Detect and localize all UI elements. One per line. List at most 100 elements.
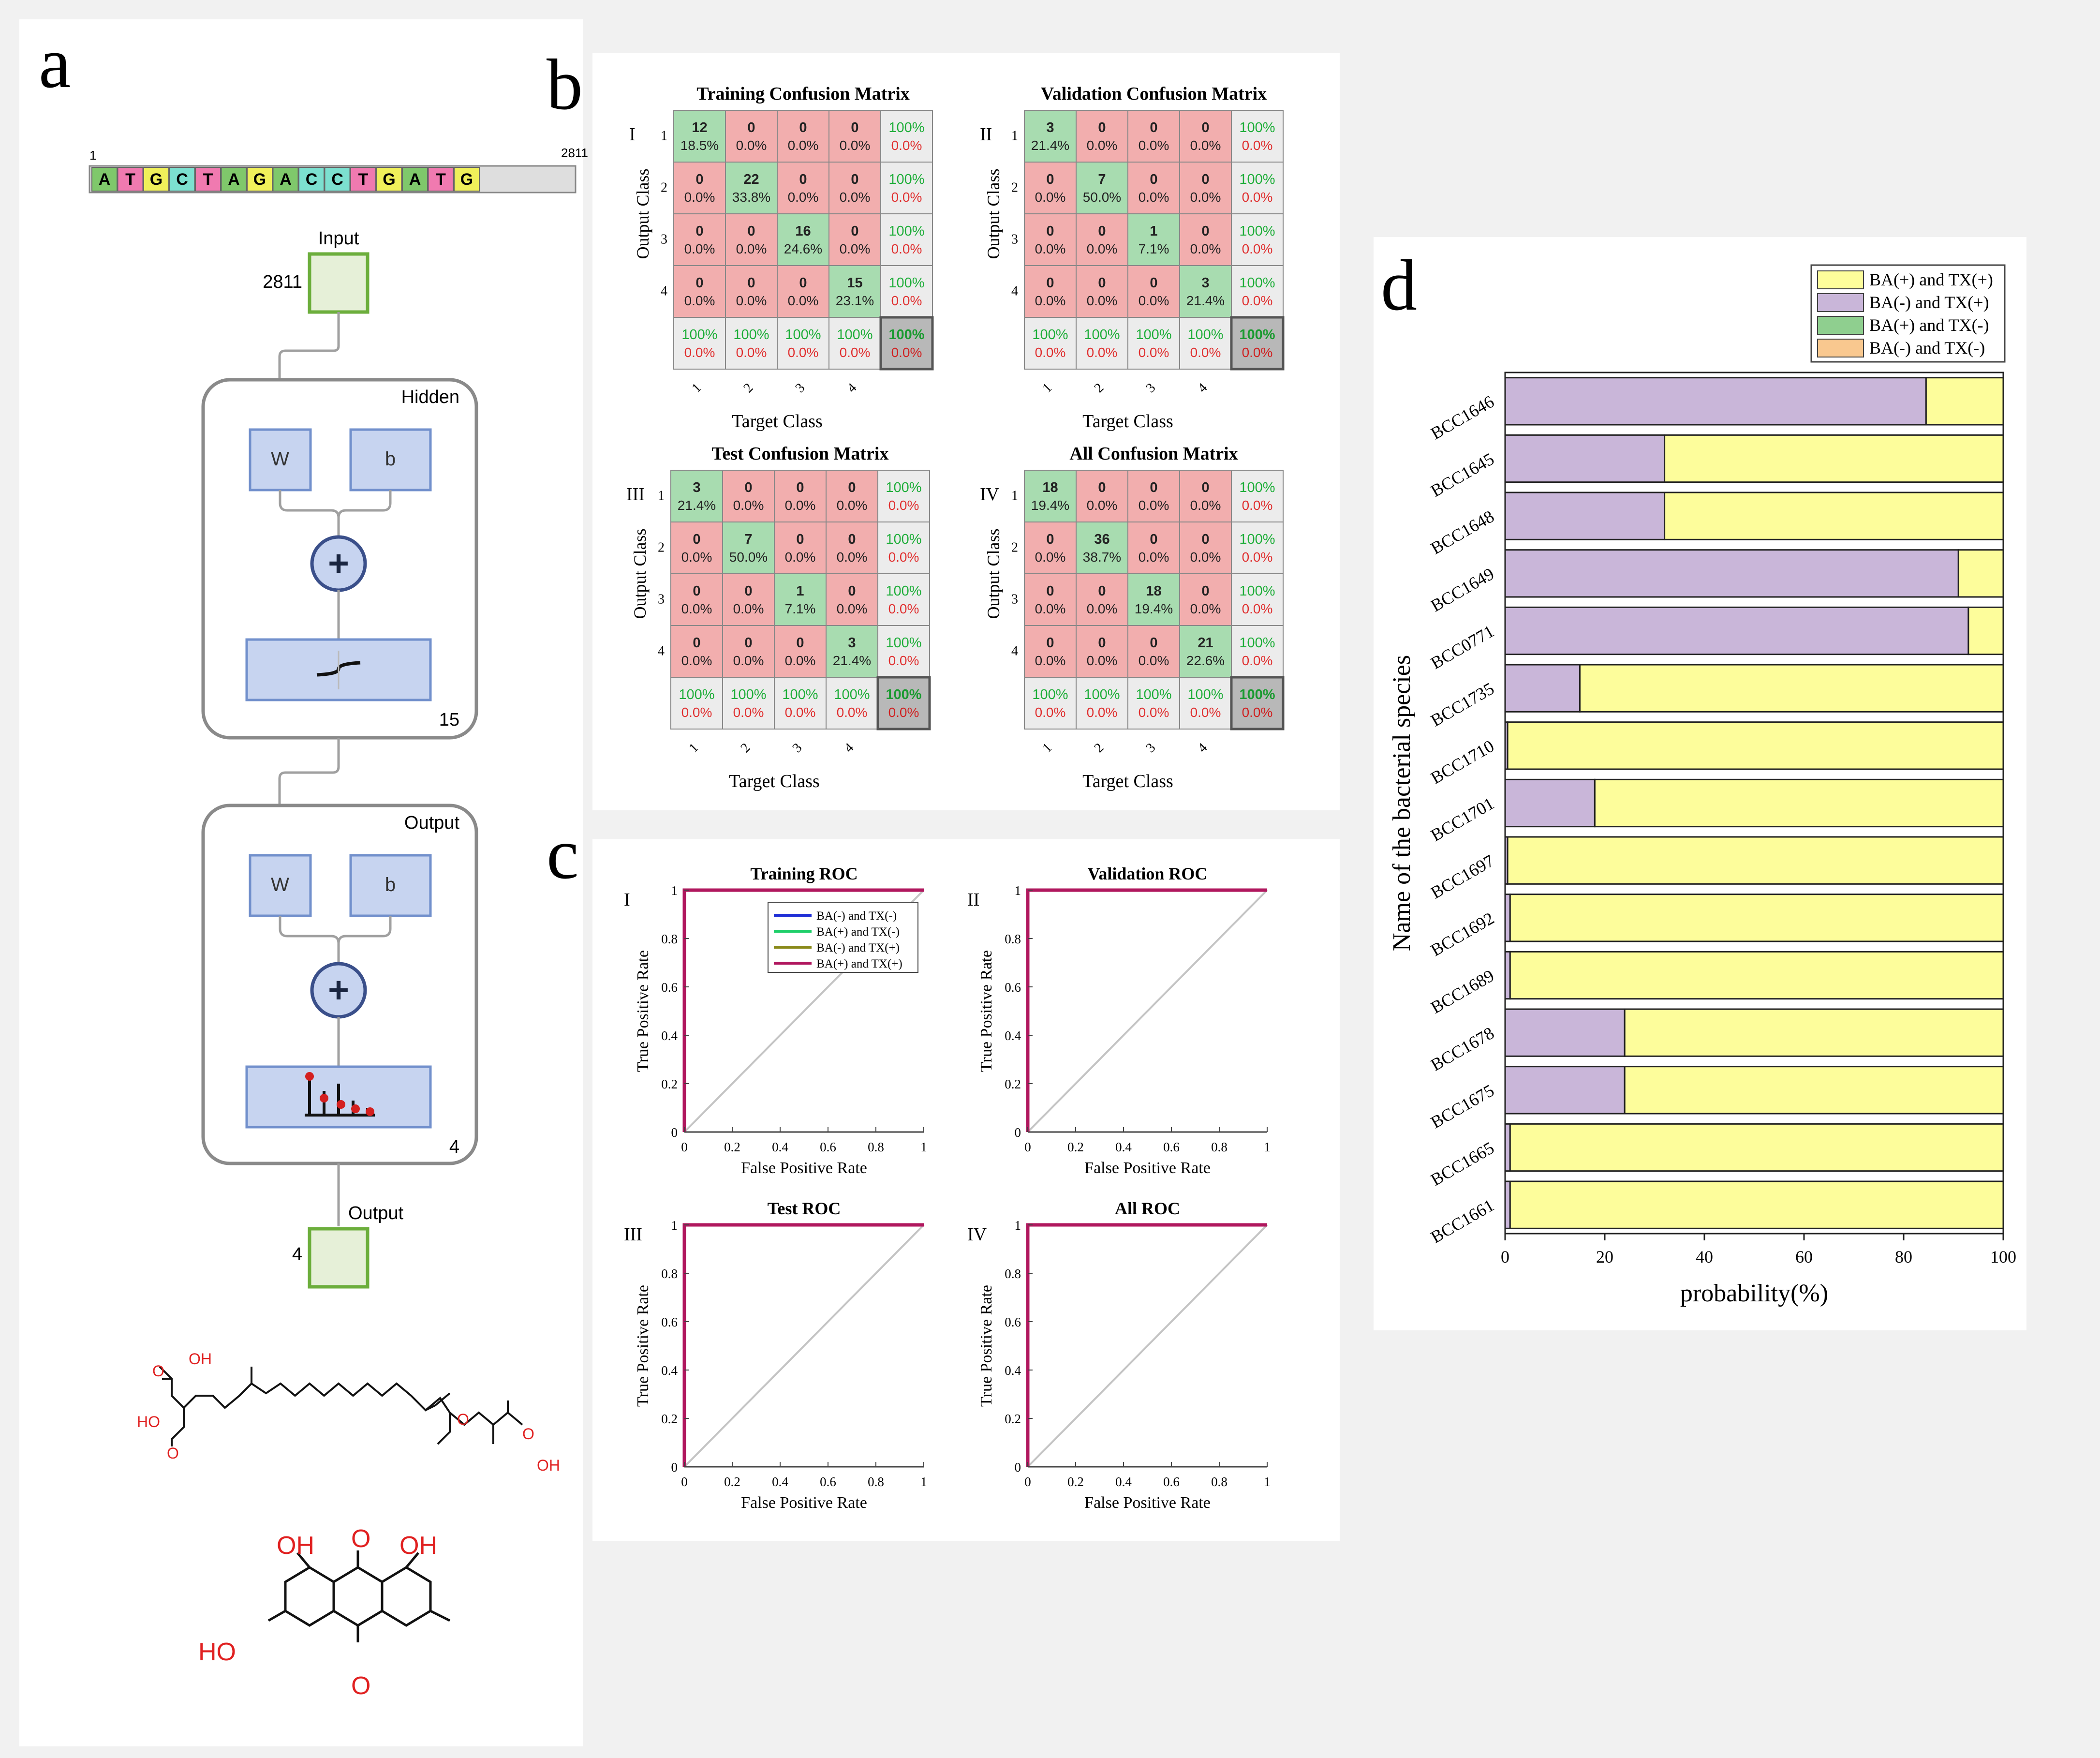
roc-diagonal	[683, 1224, 925, 1468]
confusion-cell	[1024, 677, 1077, 730]
bar-category-label: BCC1692	[1427, 909, 1497, 960]
bar-segment	[1957, 549, 2004, 598]
bar-segment	[1504, 664, 1581, 713]
confusion-cell-count: 0	[799, 275, 807, 291]
confusion-cell	[725, 317, 778, 370]
confusion-cell	[1024, 110, 1077, 163]
confusion-cell-percent: 0.0%	[785, 705, 816, 720]
panel-label-d: d	[1381, 245, 1417, 326]
roc-y-axis-label: True Positive Rate	[634, 1285, 652, 1407]
confusion-cell-percent: 19.4%	[1135, 601, 1173, 616]
confusion-cell-percent: 0.0%	[1087, 498, 1118, 513]
confusion-row-label: 1	[1011, 129, 1018, 144]
confusion-cell-percent: 0.0%	[1242, 293, 1273, 308]
confusion-cell	[722, 470, 775, 522]
bar-category-label: BCC1665	[1427, 1138, 1497, 1190]
confusion-cell-count: 0	[851, 172, 858, 187]
confusion-cell	[1127, 162, 1180, 214]
bar-segment	[1504, 1066, 1626, 1115]
confusion-row-label: 4	[658, 644, 665, 659]
confusion-cell	[722, 625, 775, 678]
bar-x-axis-label: probability(%)	[1680, 1280, 1828, 1307]
input-label: Input	[318, 228, 359, 249]
confusion-cell-count: 3	[1201, 275, 1209, 291]
confusion-output-axis-label: Output Class	[630, 528, 650, 619]
bar-x-tick-label: 0	[1501, 1247, 1509, 1266]
confusion-cell-percent: 0.0%	[888, 601, 919, 616]
bar-rows: BCC1646BCC1645BCC1648BCC1649BCC0771BCC17…	[1427, 377, 2004, 1247]
roc-y-tick-label: 0.4	[661, 1028, 678, 1043]
connector-input-hidden	[278, 312, 340, 382]
bar-x-tick-label: 100	[1990, 1247, 2016, 1266]
confusion-cell	[826, 521, 878, 574]
confusion-cell	[774, 521, 827, 574]
confusion-cell-percent: 23.1%	[836, 293, 874, 308]
confusion-cell	[725, 213, 778, 266]
bar-segment	[1504, 894, 1511, 942]
confusion-cell-count: 100%	[730, 687, 766, 702]
confusion-total-cell-border	[1230, 316, 1285, 371]
confusion-cell-percent: 0.0%	[888, 550, 919, 565]
confusion-cell-percent: 0.0%	[1087, 653, 1118, 668]
confusion-cell	[1179, 110, 1232, 163]
bar-category-label: BCC1675	[1427, 1081, 1497, 1132]
confusion-cell-count: 100%	[1239, 532, 1275, 547]
bar-segment	[1509, 894, 2004, 942]
confusion-cell	[1076, 317, 1128, 370]
confusion-cell-count: 0	[799, 172, 807, 187]
confusion-total-cell-border	[879, 316, 934, 371]
confusion-cell	[1179, 677, 1232, 730]
output-weight-box	[249, 854, 312, 917]
confusion-cell-percent: 0.0%	[1190, 138, 1221, 153]
confusion-cell-count: 21	[1198, 635, 1213, 651]
sequence-base-letter: C	[331, 170, 343, 189]
bar-segment	[1624, 1008, 2004, 1057]
bar-category-label: BCC1701	[1427, 793, 1497, 845]
roc-title: Test ROC	[768, 1199, 841, 1218]
confusion-cell	[1231, 677, 1284, 730]
roc-title: All ROC	[1115, 1199, 1180, 1218]
input-node	[308, 252, 370, 314]
confusion-row-label: 4	[1011, 644, 1018, 659]
bar-category-label: BCC1646	[1427, 392, 1497, 444]
confusion-cell	[777, 317, 829, 370]
output-bias-box	[349, 854, 432, 917]
confusion-cell-count: 3	[693, 480, 700, 495]
confusion-row-label: 1	[1011, 489, 1018, 504]
confusion-cell-percent: 38.7%	[1083, 550, 1121, 565]
confusion-cell-percent: 0.0%	[1035, 190, 1066, 205]
confusion-cell-percent: 0.0%	[1139, 138, 1169, 153]
confusion-cell-count: 100%	[1239, 172, 1275, 187]
confusion-cell-count: 0	[1150, 120, 1157, 135]
confusion-col-label: 2	[1092, 740, 1107, 756]
output-sum-symbol: +	[328, 969, 349, 1010]
confusion-cell	[725, 162, 778, 214]
confusion-cell-count: 0	[1150, 172, 1157, 187]
confusion-cell-count: 12	[692, 120, 707, 135]
molecule-1-atom-label: OH	[189, 1350, 212, 1368]
roc-y-tick-label: 0.4	[661, 1363, 678, 1378]
confusion-cell-count: 100%	[733, 327, 769, 343]
confusion-cell-percent: 0.0%	[1242, 345, 1273, 360]
panel-label-b: b	[547, 45, 583, 125]
confusion-cell-percent: 0.0%	[1242, 138, 1273, 153]
confusion-cell	[1076, 677, 1128, 730]
bar-segment	[1504, 778, 1596, 828]
sequence-base-letter: T	[203, 170, 213, 189]
confusion-cell-count: 0	[1201, 120, 1209, 135]
confusion-cell-count: 100%	[886, 583, 921, 599]
sequence-base-letter: T	[125, 170, 135, 189]
confusion-cell-percent: 0.0%	[736, 138, 767, 153]
bar-segment	[1594, 778, 2004, 828]
roc-legend-label: BA(+) and TX(+)	[816, 957, 902, 970]
bar-segment	[1967, 606, 2004, 656]
roc-y-tick-label: 0.2	[1005, 1412, 1021, 1426]
confusion-cell-percent: 0.0%	[888, 705, 919, 720]
roc-y-tick-label: 0.8	[661, 1266, 678, 1281]
roc-y-tick-label: 1	[671, 883, 678, 898]
confusion-cell	[1127, 677, 1180, 730]
confusion-cell	[777, 213, 829, 266]
confusion-cell	[1179, 470, 1232, 522]
confusion-cell-count: 100%	[1239, 223, 1275, 239]
